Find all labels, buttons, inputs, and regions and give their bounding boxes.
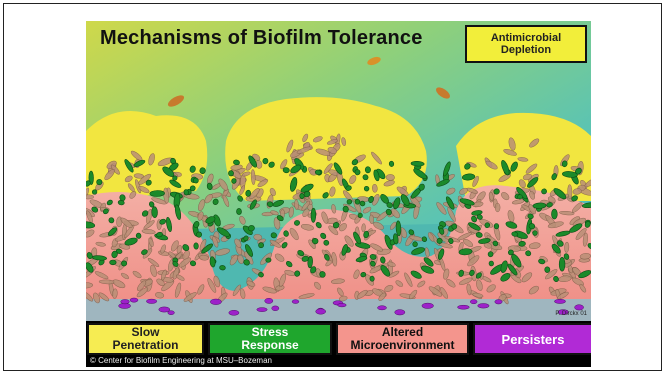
legend-persisters-line-1: Persisters [502, 333, 565, 346]
stress-response-cell [263, 158, 268, 164]
stress-response-cell [494, 223, 499, 229]
stress-response-cell [150, 190, 165, 197]
stress-response-cell [231, 178, 236, 184]
stress-response-cell [246, 190, 251, 196]
stress-response-cell [236, 208, 241, 214]
persister-cell [422, 303, 434, 308]
figure-title: Mechanisms of Biofilm Tolerance [100, 27, 423, 50]
persister-cell [316, 309, 326, 314]
persister-cell [575, 305, 584, 310]
antimicrobial-depletion-label: Antimicrobial Depletion [465, 25, 587, 63]
legend-persisters: Persisters [473, 323, 591, 355]
persister-cell [378, 306, 387, 310]
depletion-label-line-1: Antimicrobial [491, 32, 561, 44]
persister-cell [210, 299, 221, 305]
bacterium [372, 184, 378, 193]
stress-response-cell [194, 243, 199, 250]
stress-response-cell [110, 260, 117, 265]
stress-response-cell [228, 170, 234, 176]
legend-altered-line-2: Microenvironment [350, 339, 454, 352]
persister-cell [146, 299, 156, 303]
persister-cell [458, 305, 470, 309]
stress-response-cell [219, 265, 225, 270]
persister-cell [478, 304, 489, 309]
persister-cell [121, 300, 130, 304]
persister-cell [470, 300, 477, 304]
bacterium [361, 224, 365, 233]
biofilm-illustration [86, 21, 591, 321]
persister-cell [265, 298, 273, 303]
stress-response-cell [152, 207, 158, 218]
stress-response-cell [411, 161, 424, 166]
biofilm-illustration-panel: Mechanisms of Biofilm Tolerance Antimicr… [86, 21, 591, 367]
stress-response-cell [365, 167, 371, 173]
stress-response-cell [311, 208, 316, 222]
persister-cell [395, 310, 405, 315]
legend-slow-line-2: Penetration [112, 339, 178, 352]
persister-cell [272, 306, 279, 311]
figure-frame: Mechanisms of Biofilm Tolerance Antimicr… [3, 3, 662, 371]
legend-stress-response: Stress Response [208, 323, 332, 355]
stress-response-cell [517, 194, 523, 199]
stress-response-cell [265, 258, 271, 263]
bacterium [386, 174, 395, 180]
stress-response-cell [412, 242, 417, 247]
stress-response-cell [389, 161, 394, 167]
persister-cell [554, 299, 565, 303]
bacterium [495, 203, 500, 212]
stress-response-cell [489, 261, 494, 266]
persister-cell [292, 300, 299, 304]
bacterium [86, 195, 94, 199]
bacterium [564, 242, 569, 253]
legend-altered-microenvironment: Altered Microenvironment [336, 323, 469, 355]
persister-cell [229, 310, 239, 315]
persister-cell [338, 303, 347, 307]
stress-response-cell [559, 257, 565, 271]
artist-credit: P. Dirckx 01 [555, 311, 587, 317]
stress-response-cell [199, 167, 205, 174]
copyright-footer: © Center for Biofilm Engineering at MSU–… [90, 355, 272, 367]
stress-response-cell [315, 170, 321, 175]
legend-stress-line-2: Response [241, 339, 298, 352]
mechanism-legend: Slow Penetration Stress Response Altered… [86, 323, 591, 355]
persister-cell [130, 298, 138, 302]
legend-slow-penetration: Slow Penetration [87, 323, 204, 355]
stress-response-cell [355, 169, 361, 175]
depletion-label-line-2: Depletion [491, 44, 561, 56]
depletion-zone-left [86, 111, 207, 201]
stress-response-cell [452, 224, 457, 230]
persister-cell [168, 311, 175, 315]
stress-response-cell [552, 209, 558, 219]
persister-cell [495, 300, 502, 304]
stress-response-cell [532, 230, 537, 236]
persister-cell [257, 308, 267, 312]
stress-response-cell [545, 267, 551, 273]
stress-response-cell [370, 276, 375, 282]
stress-response-cell [533, 203, 546, 209]
